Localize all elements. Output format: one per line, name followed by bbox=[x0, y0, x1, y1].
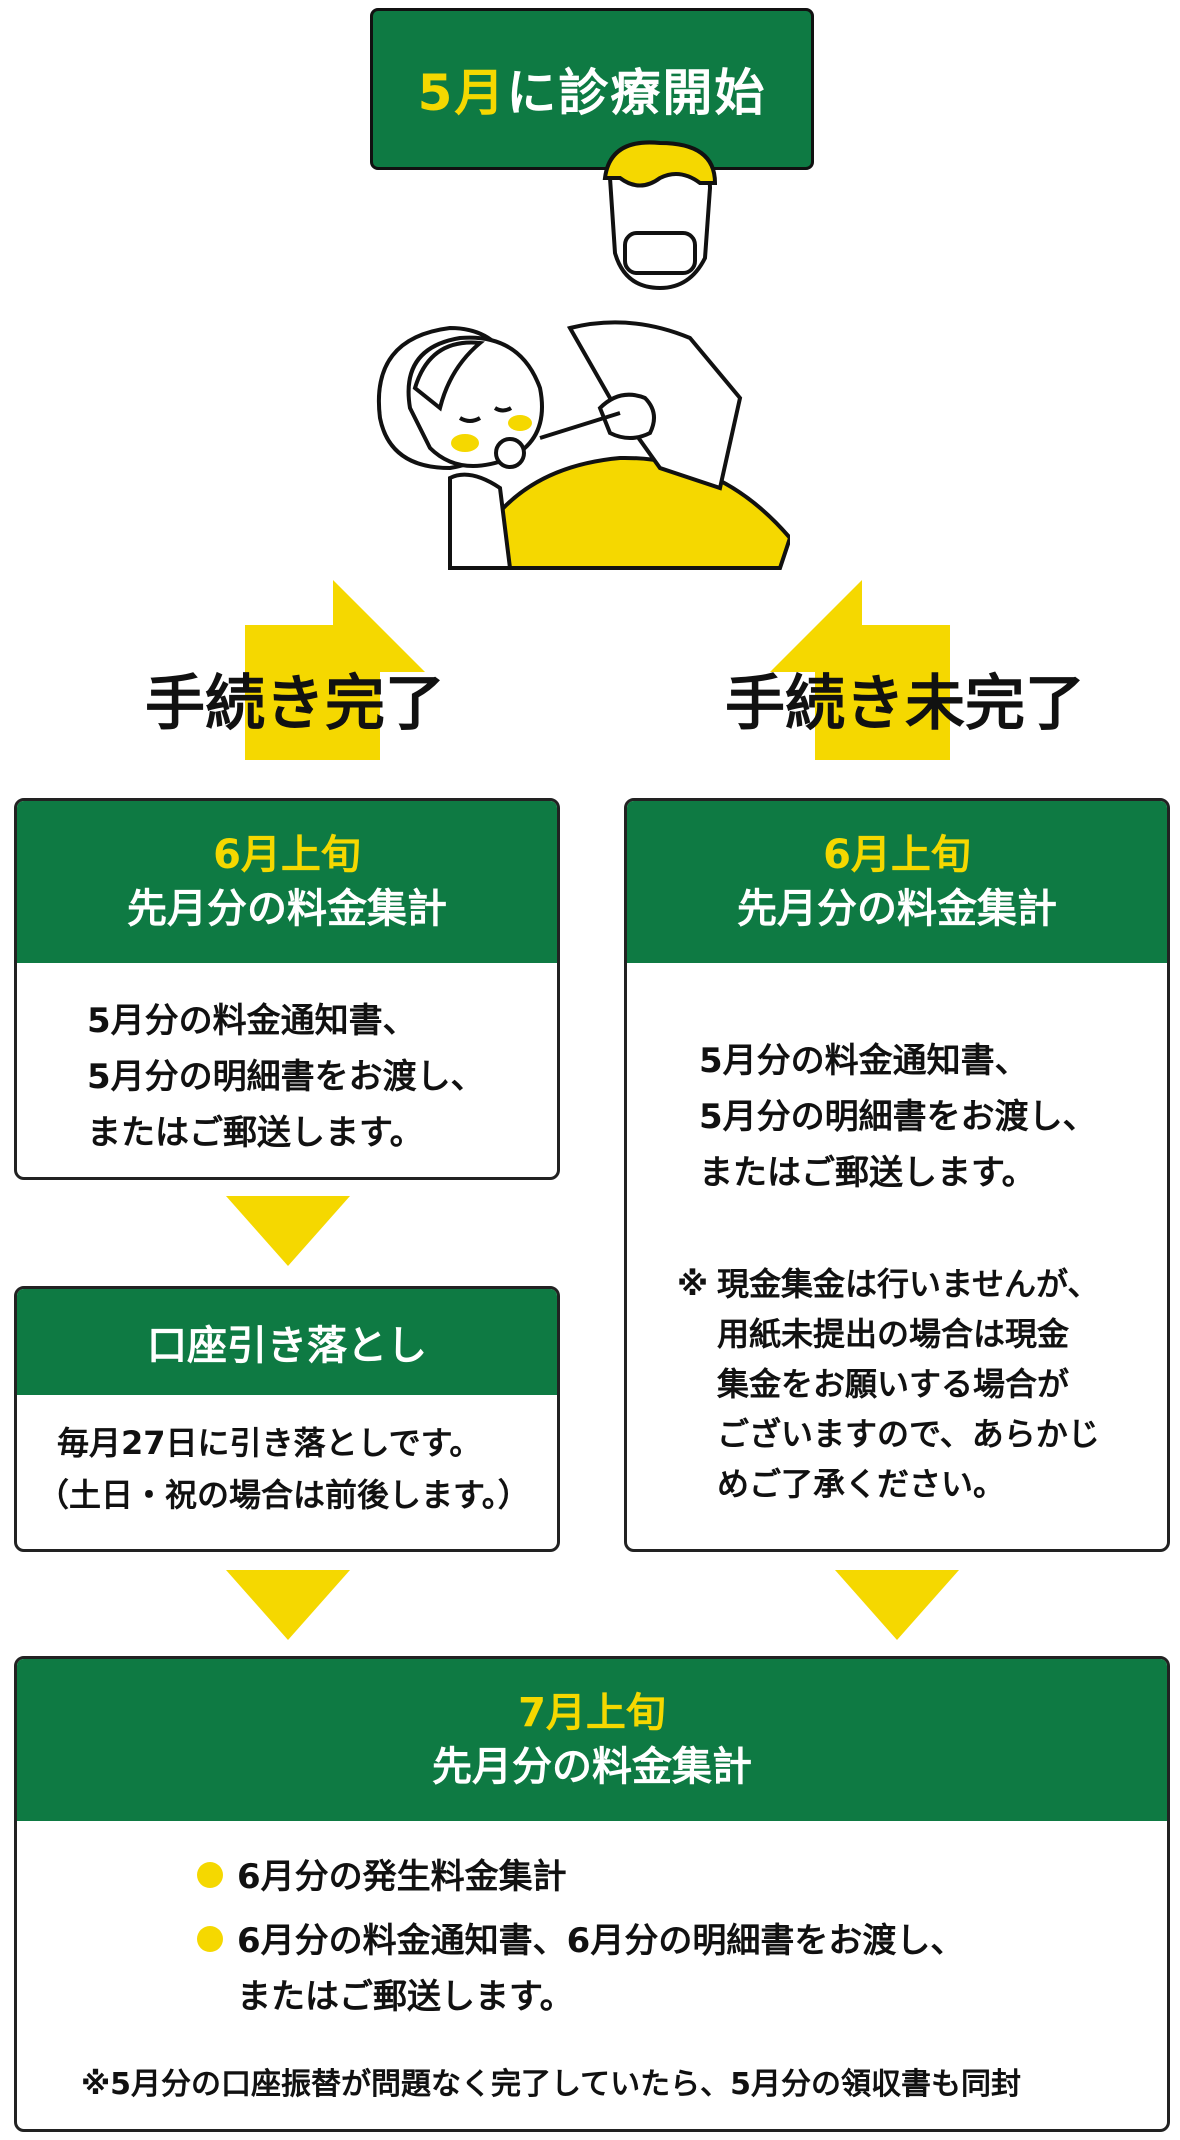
bullet-dot-icon bbox=[197, 1925, 223, 1952]
start-text: に診療開始 bbox=[506, 64, 767, 122]
right-billing-header: 6月上旬 先月分の料金集計 bbox=[627, 801, 1167, 963]
left-billing-title: 先月分の料金集計 bbox=[127, 886, 447, 932]
branch-label-complete: 手続き完了 bbox=[145, 669, 445, 739]
receipt-footnote: ※5月分の口座振替が問題なく完了していたら、5月分の領収書も同封 bbox=[81, 2067, 1022, 2102]
arrow-down-right-icon bbox=[770, 580, 950, 760]
start-box: 5月に診療開始 bbox=[370, 8, 814, 170]
right-billing-period: 6月上旬 bbox=[823, 832, 971, 878]
start-month: 5月 bbox=[417, 64, 507, 122]
left-billing-line: 5月分の料金通知書、 bbox=[87, 1001, 417, 1041]
bullet-dot-icon bbox=[197, 1861, 223, 1888]
debit-body: 毎月27日に引き落としです。 （土日・祝の場合は前後します。） bbox=[17, 1395, 557, 1521]
arrow-down-icon bbox=[226, 1196, 350, 1266]
left-billing-header: 6月上旬 先月分の料金集計 bbox=[17, 801, 557, 963]
note-mark: ※ bbox=[677, 1265, 709, 1303]
july-billing-bullets: 6月分の発生料金集計 6月分の料金通知書、6月分の明細書をお渡し、 またはご郵送… bbox=[197, 1849, 964, 2025]
right-billing-line: またはご郵送します。 bbox=[699, 1153, 1036, 1193]
note-line: めご了承ください。 bbox=[717, 1465, 1006, 1503]
july-billing-header: 7月上旬 先月分の料金集計 bbox=[17, 1659, 1167, 1821]
july-billing-period: 7月上旬 bbox=[518, 1690, 666, 1736]
note-line: 集金をお願いする場合が bbox=[717, 1365, 1070, 1403]
left-billing-period: 6月上旬 bbox=[213, 832, 361, 878]
debit-box: 口座引き落とし 毎月27日に引き落としです。 （土日・祝の場合は前後します。） bbox=[14, 1286, 560, 1552]
arrow-down-left-icon bbox=[245, 580, 425, 760]
debit-header: 口座引き落とし bbox=[17, 1289, 557, 1395]
debit-title: 口座引き落とし bbox=[147, 1323, 427, 1369]
bullet-item: 6月分の発生料金集計 bbox=[197, 1849, 964, 1905]
left-billing-line: 5月分の明細書をお渡し、 bbox=[87, 1057, 485, 1097]
left-billing-line: またはご郵送します。 bbox=[87, 1113, 424, 1153]
bullet-text: 6月分の料金通知書、6月分の明細書をお渡し、 bbox=[237, 1921, 965, 1961]
note-line: 現金集金は行いませんが、 bbox=[717, 1265, 1100, 1303]
right-billing-box: 6月上旬 先月分の料金集計 5月分の料金通知書、 5月分の明細書をお渡し、 また… bbox=[624, 798, 1170, 1552]
july-billing-box: 7月上旬 先月分の料金集計 6月分の発生料金集計 6月分の料金通知書、6月分の明… bbox=[14, 1656, 1170, 2132]
note-line: ございますので、あらかじ bbox=[717, 1415, 1100, 1453]
right-billing-title: 先月分の料金集計 bbox=[737, 886, 1057, 932]
note-line: 用紙未提出の場合は現金 bbox=[717, 1315, 1070, 1353]
left-billing-body: 5月分の料金通知書、 5月分の明細書をお渡し、 またはご郵送します。 bbox=[17, 963, 557, 1161]
debit-line: 毎月27日に引き落としです。 bbox=[57, 1424, 482, 1462]
right-billing-body: 5月分の料金通知書、 5月分の明細書をお渡し、 またはご郵送します。 bbox=[627, 963, 1167, 1201]
arrow-down-icon bbox=[835, 1570, 959, 1640]
july-billing-title: 先月分の料金集計 bbox=[432, 1744, 752, 1790]
dentist-illustration bbox=[376, 140, 790, 570]
right-billing-line: 5月分の料金通知書、 bbox=[699, 1041, 1029, 1081]
left-billing-box: 6月上旬 先月分の料金集計 5月分の料金通知書、 5月分の明細書をお渡し、 また… bbox=[14, 798, 560, 1180]
cash-collection-note: ※ 現金集金は行いませんが、 用紙未提出の場合は現金 集金をお願いする場合が ご… bbox=[677, 1259, 1100, 1509]
branch-label-incomplete: 手続き未完了 bbox=[725, 669, 1085, 739]
debit-note: （土日・祝の場合は前後します。） bbox=[37, 1476, 530, 1514]
right-billing-line: 5月分の明細書をお渡し、 bbox=[699, 1097, 1097, 1137]
bullet-continuation: またはご郵送します。 bbox=[237, 1977, 574, 2017]
arrow-down-icon bbox=[226, 1570, 350, 1640]
bullet-item: 6月分の料金通知書、6月分の明細書をお渡し、 bbox=[197, 1913, 964, 1969]
bullet-text: 6月分の発生料金集計 bbox=[237, 1857, 567, 1897]
